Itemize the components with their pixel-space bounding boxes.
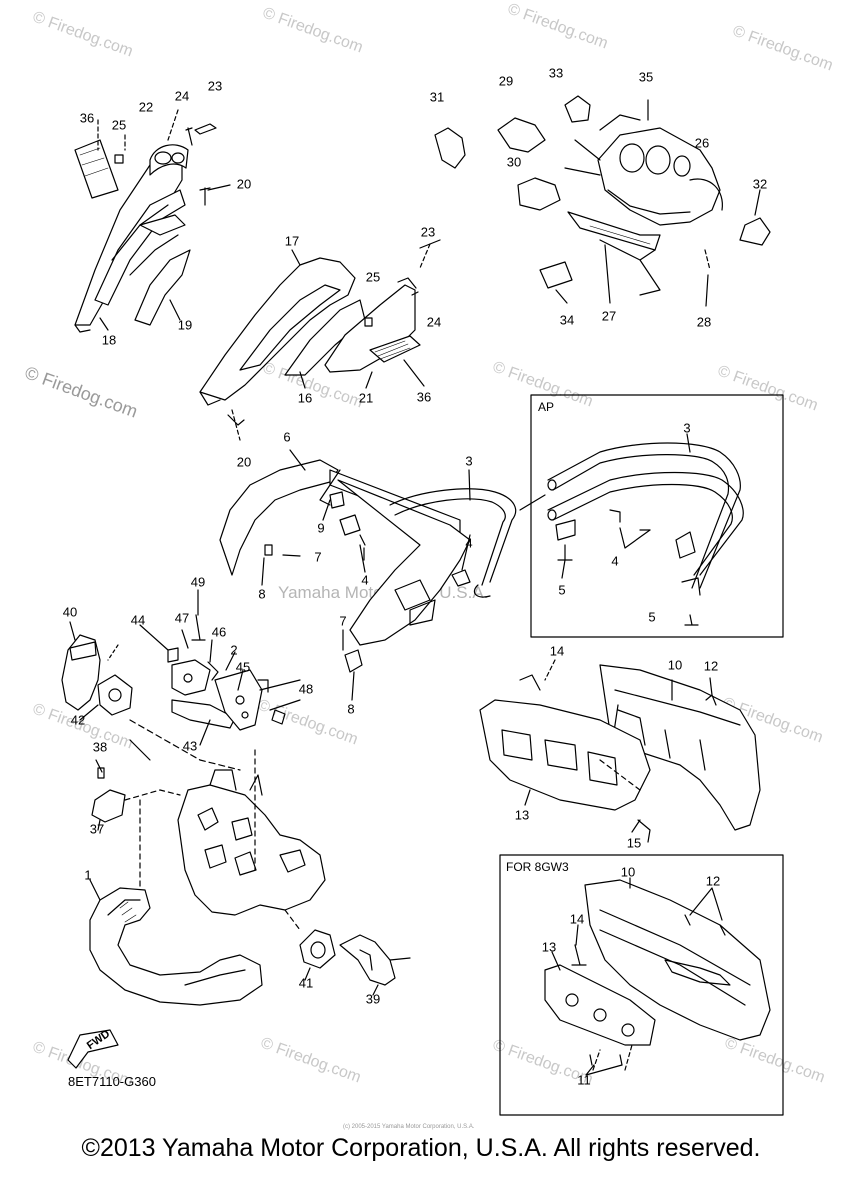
ap-box-frame <box>530 394 784 638</box>
copyright-notice: ©2013 Yamaha Motor Corporation, U.S.A. A… <box>81 1134 761 1162</box>
part-callout-5: 5 <box>648 609 656 625</box>
part-callout-4: 4 <box>611 553 619 569</box>
main-frame <box>91 739 326 931</box>
part-callout-7: 7 <box>314 549 322 565</box>
part-callout-20: 20 <box>236 176 252 192</box>
part-callout-17: 17 <box>284 233 300 249</box>
part-callout-49: 49 <box>190 574 206 590</box>
part-callout-47: 47 <box>174 610 190 626</box>
part-callout-9: 9 <box>317 520 325 536</box>
part-callout-11: 11 <box>577 1072 591 1088</box>
part-callout-43: 43 <box>182 738 198 754</box>
part-callout-2: 2 <box>230 642 238 658</box>
part-callout-25: 25 <box>365 269 381 285</box>
part-callout-1: 1 <box>84 867 92 883</box>
part-callout-22: 22 <box>138 99 154 115</box>
meter-housing-right <box>434 95 771 307</box>
part-callout-7: 7 <box>339 613 347 629</box>
bracket-assembly-left <box>61 589 301 771</box>
part-callout-3: 3 <box>683 420 691 436</box>
part-callout-8: 8 <box>258 586 266 602</box>
part-callout-24: 24 <box>426 314 442 330</box>
part-callout-29: 29 <box>498 73 514 89</box>
part-callout-36: 36 <box>416 389 432 405</box>
ap-grab-bar <box>547 433 744 626</box>
part-callout-14: 14 <box>569 911 585 927</box>
part-callout-3: 3 <box>465 453 473 469</box>
part-callout-37: 37 <box>89 821 105 837</box>
part-callout-6: 6 <box>283 429 291 445</box>
part-callout-16: 16 <box>297 390 313 406</box>
part-callout-10: 10 <box>667 657 683 673</box>
for-8gw3-box-frame <box>499 854 784 1116</box>
part-callout-33: 33 <box>548 65 564 81</box>
part-callout-18: 18 <box>101 332 117 348</box>
part-callout-12: 12 <box>705 873 721 889</box>
ap-box-label: AP <box>538 400 555 414</box>
part-callout-25: 25 <box>111 117 127 133</box>
part-callout-23: 23 <box>420 224 436 240</box>
part-callout-48: 48 <box>298 681 314 697</box>
part-callout-19: 19 <box>177 317 193 333</box>
part-callout-44: 44 <box>130 612 146 628</box>
part-callout-13: 13 <box>514 807 530 823</box>
part-callout-31: 31 <box>429 89 445 105</box>
part-callout-42: 42 <box>70 712 86 728</box>
part-callout-8: 8 <box>347 701 355 717</box>
part-callout-41: 41 <box>298 975 314 991</box>
rear-frame-and-bar <box>219 449 546 701</box>
part-callout-20: 20 <box>236 454 252 470</box>
part-callout-46: 46 <box>211 624 227 640</box>
part-callout-15: 15 <box>626 835 642 851</box>
part-callout-39: 39 <box>365 991 381 1007</box>
for-8gw3-box-label: FOR 8GW3 <box>506 860 569 874</box>
part-callout-30: 30 <box>506 154 522 170</box>
rear-flap-right <box>479 659 761 843</box>
part-callout-21: 21 <box>358 390 374 406</box>
part-callout-24: 24 <box>174 88 190 104</box>
part-callout-27: 27 <box>601 308 617 324</box>
part-callout-32: 32 <box>752 176 768 192</box>
part-callout-4: 4 <box>465 535 473 551</box>
meter-cover-left <box>74 109 231 333</box>
front-bumper <box>89 879 263 1006</box>
part-callout-12: 12 <box>703 658 719 674</box>
part-callout-5: 5 <box>558 582 566 598</box>
part-callout-36: 36 <box>79 110 95 126</box>
part-callout-35: 35 <box>638 69 654 85</box>
part-callout-4: 4 <box>361 572 369 588</box>
fwd-arrow-icon <box>67 1029 119 1069</box>
part-callout-10: 10 <box>620 864 636 880</box>
part-callout-26: 26 <box>694 135 710 151</box>
part-callout-28: 28 <box>696 314 712 330</box>
part-callout-34: 34 <box>559 312 575 328</box>
part-callout-40: 40 <box>62 604 78 620</box>
part-callout-38: 38 <box>92 739 108 755</box>
part-callout-45: 45 <box>235 659 251 675</box>
part-callout-23: 23 <box>207 78 223 94</box>
8gw3-flap <box>544 877 771 1076</box>
part-callout-14: 14 <box>549 643 565 659</box>
side-cover-center <box>199 239 441 441</box>
part-callout-13: 13 <box>541 939 557 955</box>
fine-print: (c) 2005-2015 Yamaha Motor Corporation, … <box>343 1124 475 1130</box>
drawing-code: 8ET7110-G360 <box>68 1074 156 1089</box>
lower-components <box>299 929 411 996</box>
